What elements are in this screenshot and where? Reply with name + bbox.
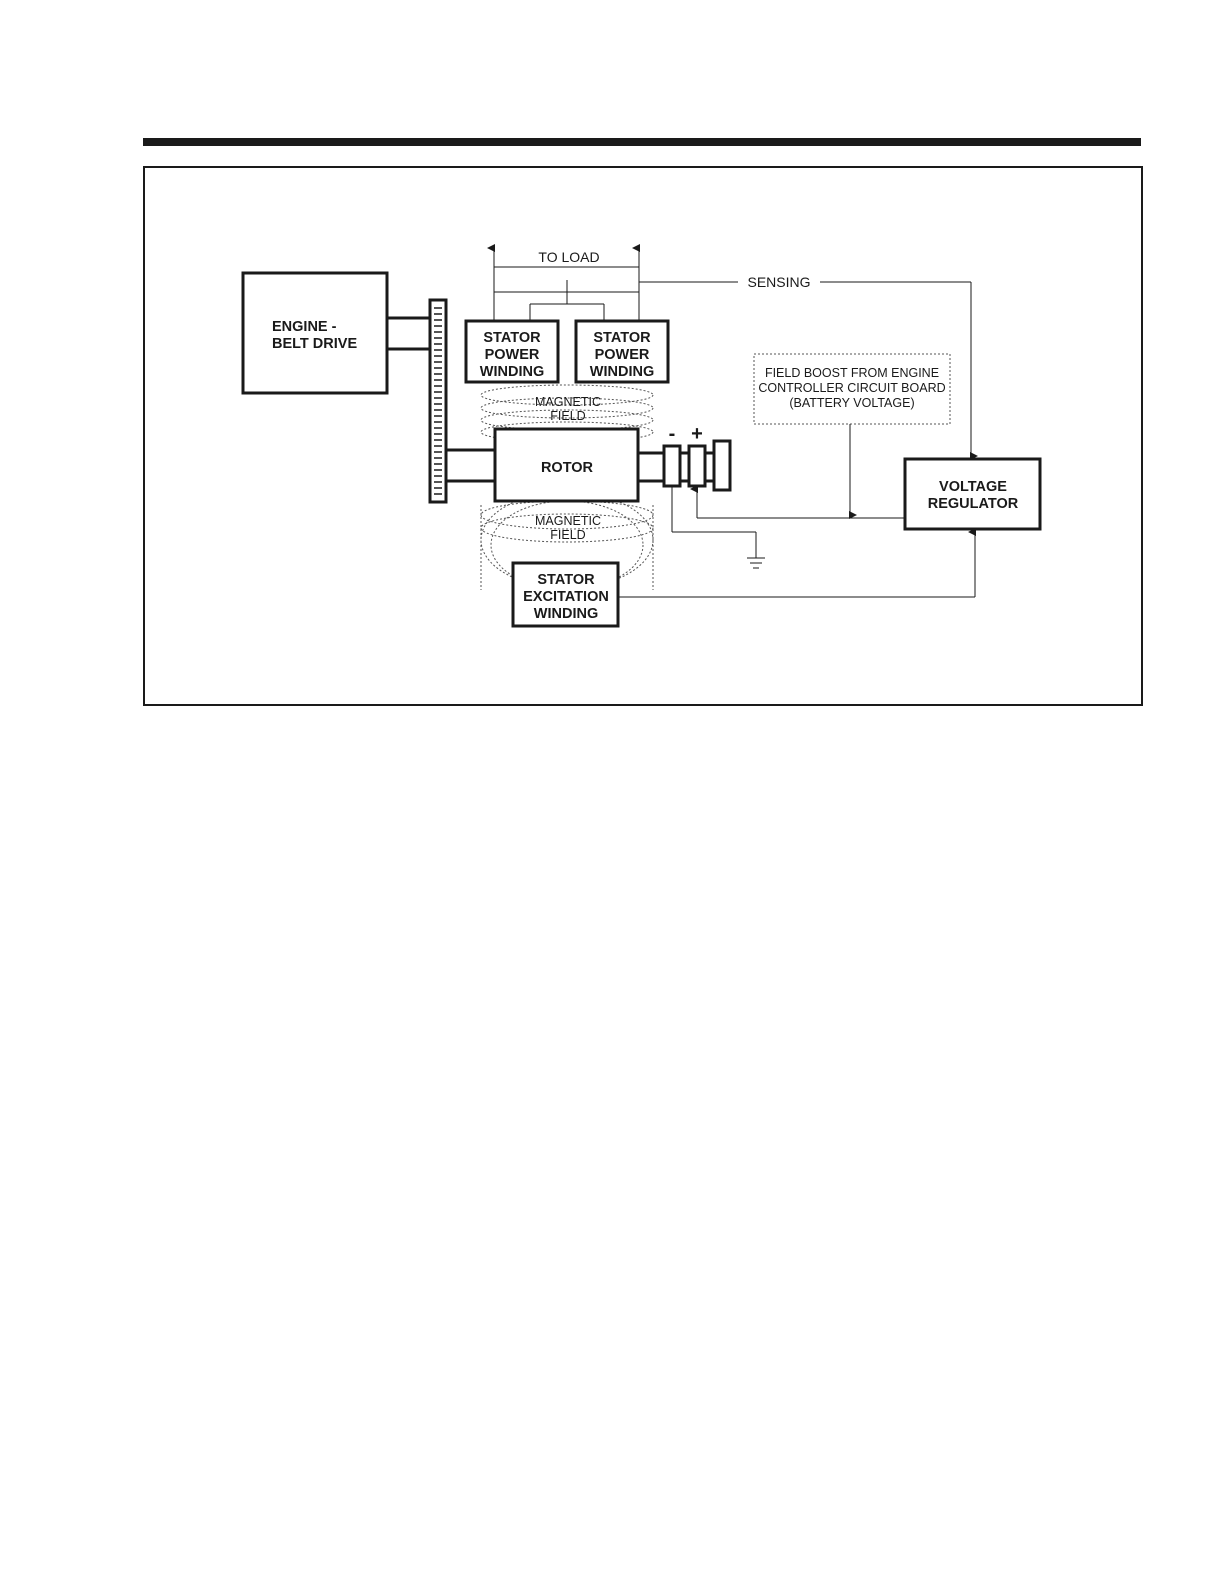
- voltage-regulator-1: VOLTAGE: [939, 479, 1007, 495]
- field-boost-3: (BATTERY VOLTAGE): [789, 396, 914, 410]
- stator-excitation-winding: STATOR EXCITATION WINDING: [513, 563, 618, 626]
- brush-minus-label: -: [669, 423, 676, 445]
- stator-power-winding-left: STATOR POWER WINDING: [466, 321, 558, 382]
- ground-icon: [747, 558, 765, 568]
- rotor-drive-shaft: [446, 450, 495, 481]
- magnetic-field-bottom-2: FIELD: [550, 528, 585, 542]
- engine-block: ENGINE - BELT DRIVE: [243, 273, 387, 393]
- rotor-block: ROTOR: [495, 429, 638, 501]
- engine-label-1: ENGINE -: [272, 319, 337, 335]
- brush-plus-label: +: [691, 423, 703, 445]
- stator-power-right-3: WINDING: [590, 364, 654, 380]
- engine-shaft: [387, 318, 430, 349]
- stator-power-winding-right: STATOR POWER WINDING: [576, 321, 668, 382]
- rotor-label: ROTOR: [541, 460, 594, 476]
- magnetic-field-top-1: MAGNETIC: [535, 395, 601, 409]
- stator-power-left-2: POWER: [485, 347, 540, 363]
- field-boost-2: CONTROLLER CIRCUIT BOARD: [758, 381, 945, 395]
- stator-excitation-3: WINDING: [534, 606, 598, 622]
- stator-power-left-1: STATOR: [483, 330, 541, 346]
- voltage-regulator-block: VOLTAGE REGULATOR: [905, 459, 1040, 529]
- field-boost-box: FIELD BOOST FROM ENGINE CONTROLLER CIRCU…: [754, 354, 950, 424]
- excitation-to-regulator-line: [618, 532, 975, 597]
- drive-belt: [430, 300, 446, 502]
- slip-rings: [638, 441, 730, 490]
- stator-power-right-2: POWER: [595, 347, 650, 363]
- voltage-regulator-2: REGULATOR: [928, 496, 1019, 512]
- field-excitation-line: [697, 489, 905, 518]
- sensing-label: SENSING: [747, 274, 810, 290]
- stator-excitation-2: EXCITATION: [523, 589, 609, 605]
- ground-connection: [672, 486, 756, 558]
- stator-excitation-1: STATOR: [537, 572, 595, 588]
- stator-power-right-1: STATOR: [593, 330, 651, 346]
- to-load-label: TO LOAD: [538, 249, 599, 265]
- field-boost-1: FIELD BOOST FROM ENGINE: [765, 366, 939, 380]
- stator-power-left-3: WINDING: [480, 364, 544, 380]
- engine-label-2: BELT DRIVE: [272, 336, 357, 352]
- magnetic-field-bottom-1: MAGNETIC: [535, 514, 601, 528]
- magnetic-field-top-2: FIELD: [550, 409, 585, 423]
